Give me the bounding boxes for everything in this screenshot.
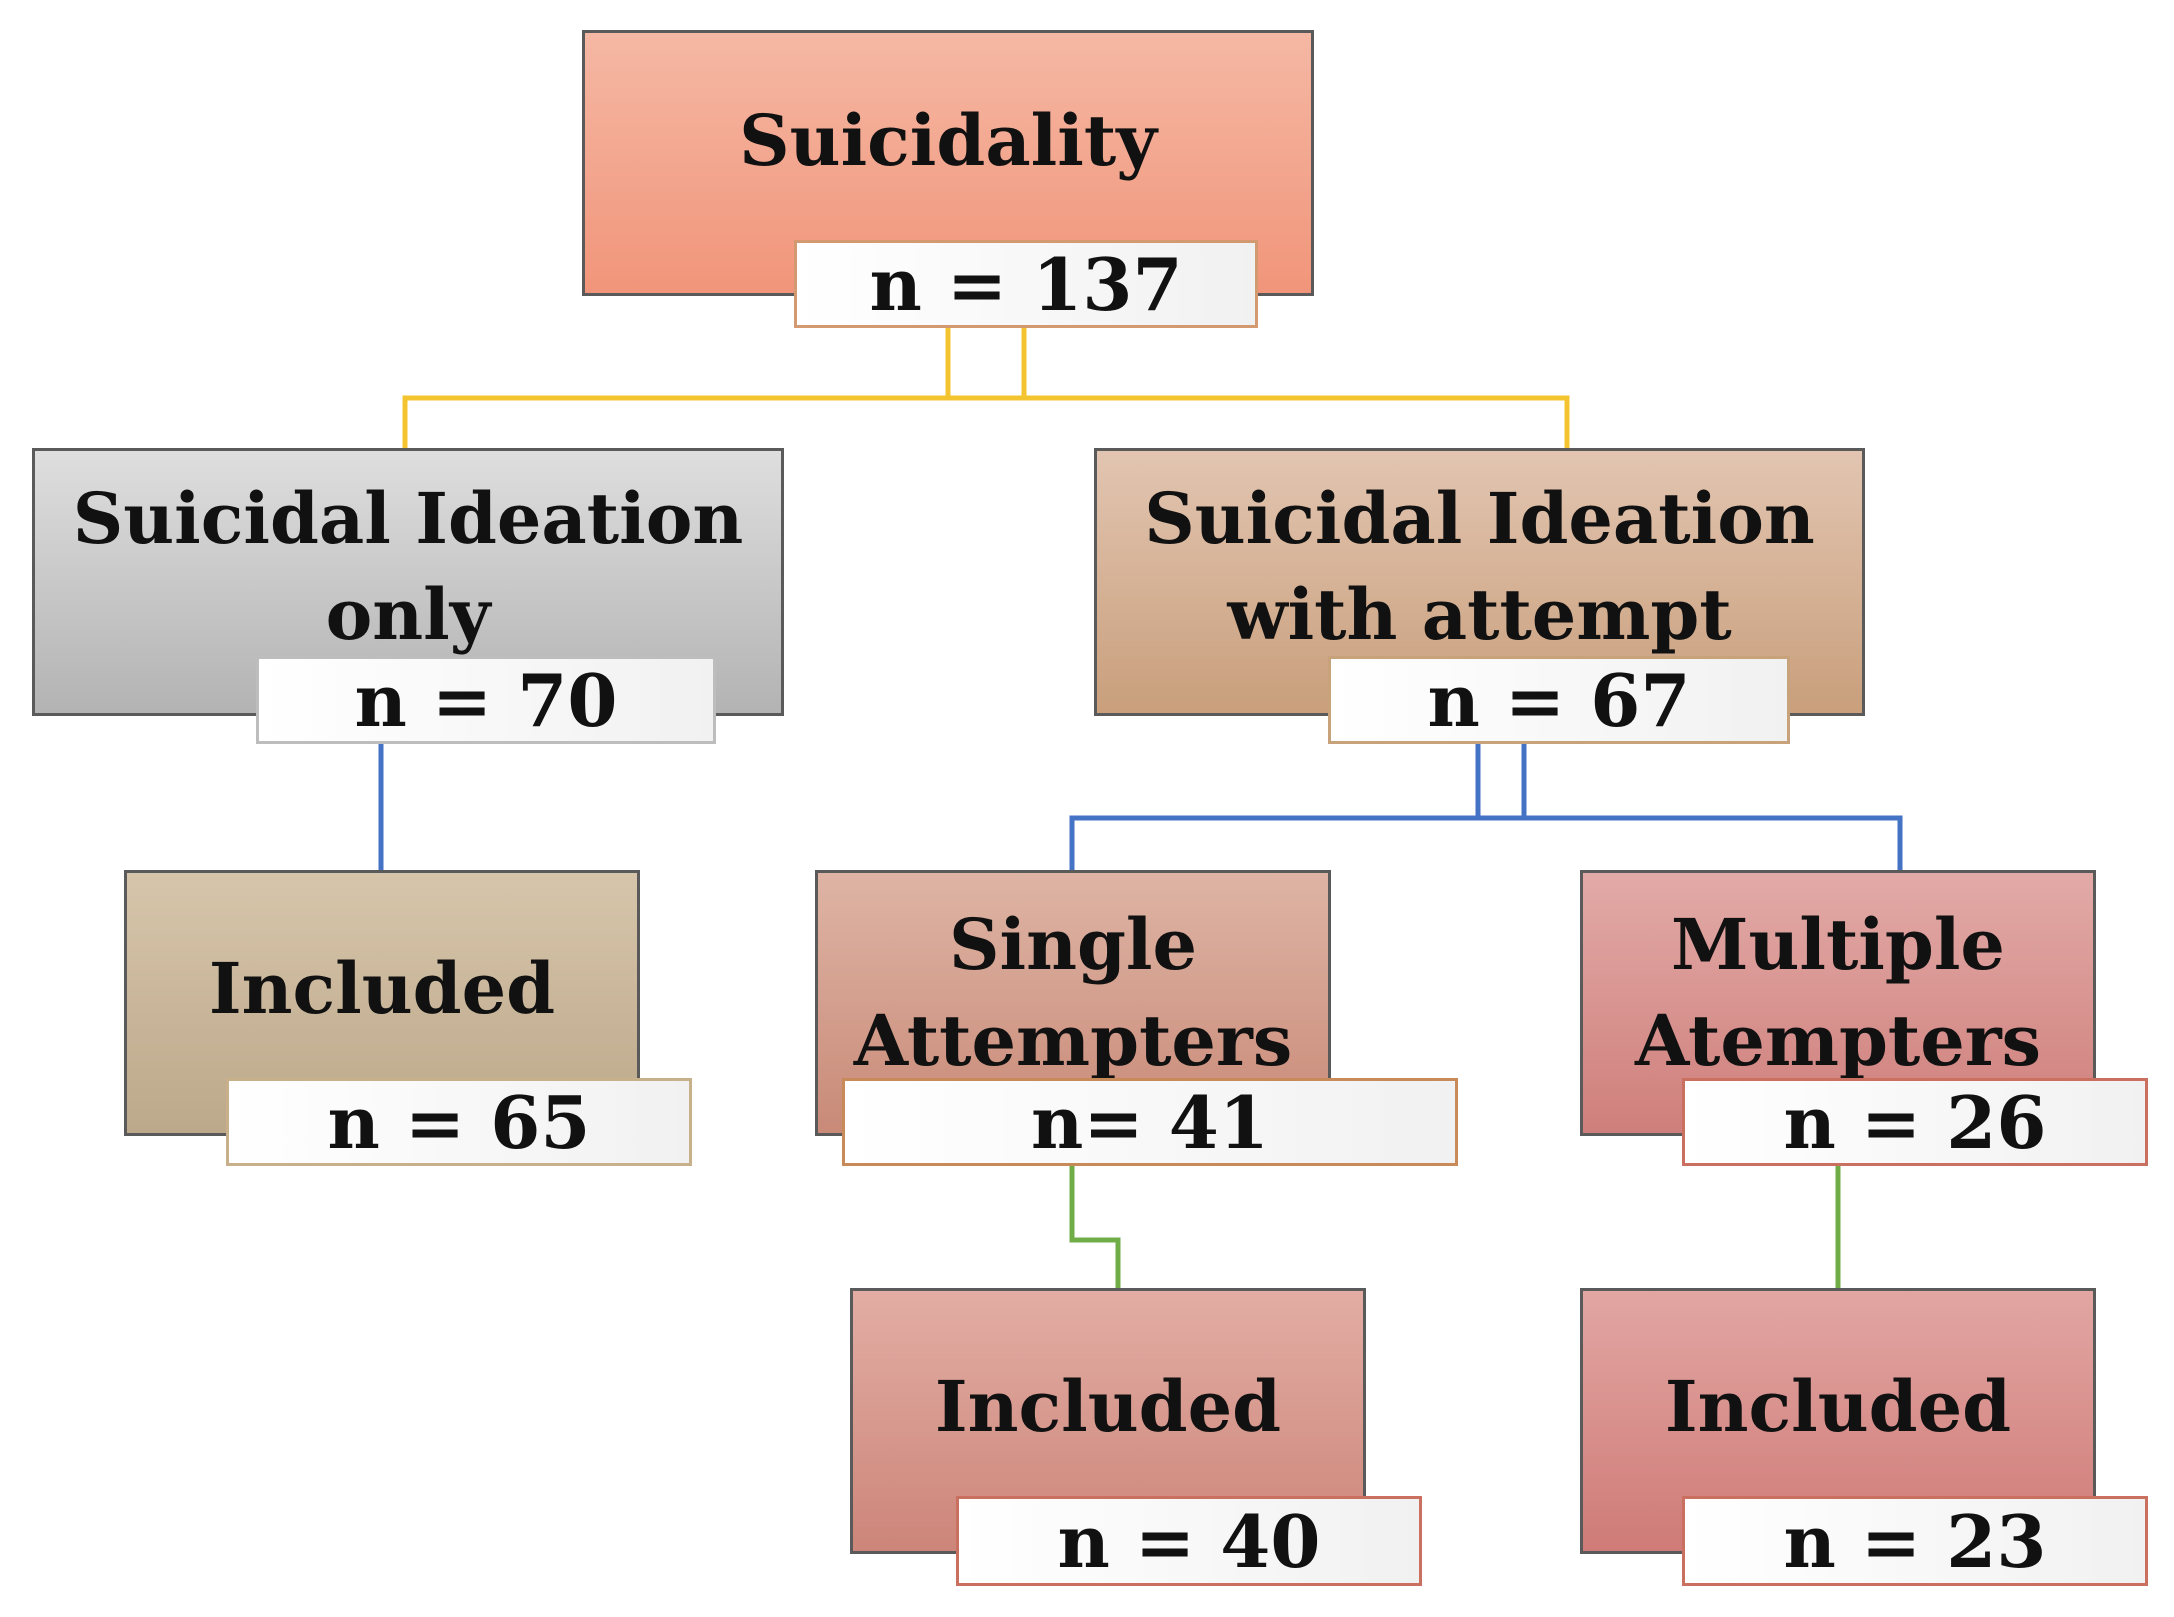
- multiple-attempters-count: n = 26: [1682, 1078, 2148, 1166]
- ideation-only-count: n = 70: [256, 656, 716, 744]
- included-ideation-only-title: Included: [208, 947, 556, 1030]
- multiple-attempters-title-line1: Multiple: [1671, 903, 2005, 986]
- connector-ideation-attempt-to-attempters: [1069, 744, 1903, 870]
- single-attempters-title-line2: Attempters: [853, 999, 1293, 1082]
- included-single-title: Included: [934, 1365, 1282, 1448]
- connector-root-to-ideation: [402, 328, 1570, 448]
- ideation-attempt-title-line1: Suicidal Ideation: [1144, 477, 1815, 560]
- single-attempters-title-line1: Single: [948, 903, 1198, 986]
- ideation-attempt-count: n = 67: [1328, 656, 1790, 744]
- multiple-attempters-title-line2: Atempters: [1634, 999, 2042, 1082]
- ideation-only-title-line2: only: [325, 573, 491, 656]
- ideation-only-title-line1: Suicidal Ideation: [72, 477, 744, 560]
- ideation-attempt-title-line2: with attempt: [1227, 573, 1732, 656]
- connector-single-to-included: [1069, 1166, 1121, 1288]
- included-ideation-only-count: n = 65: [226, 1078, 692, 1166]
- included-multiple-count: n = 23: [1682, 1496, 2148, 1586]
- single-attempters-title: Single Attempters: [818, 897, 1328, 1089]
- single-attempters-count: n= 41: [842, 1078, 1458, 1166]
- included-single-count: n = 40: [956, 1496, 1422, 1586]
- ideation-only-title: Suicidal Ideation only: [35, 471, 781, 663]
- suicidality-count: n = 137: [794, 240, 1258, 328]
- multiple-attempters-title: Multiple Atempters: [1583, 897, 2093, 1089]
- included-multiple-title: Included: [1664, 1365, 2012, 1448]
- suicidality-title: Suicidality: [739, 99, 1157, 182]
- ideation-attempt-title: Suicidal Ideation with attempt: [1097, 471, 1862, 663]
